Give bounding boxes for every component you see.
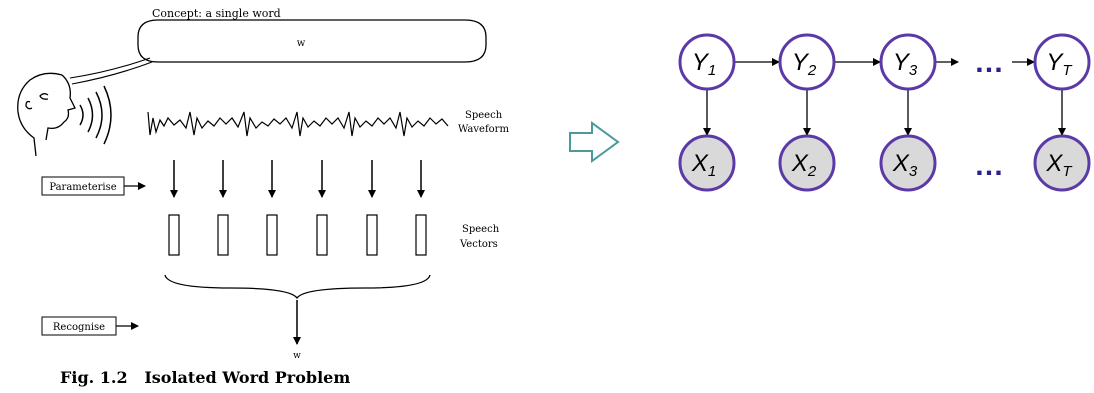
observed-node-label: X2 [791,150,817,180]
curly-brace [164,274,431,300]
observed-node [879,134,937,192]
sound-waves-icon [79,85,112,145]
speech-vector [168,214,180,256]
hidden-node [1033,33,1091,91]
speech-waveform-label-1: Speech [465,110,503,121]
frame-arrows [170,160,425,198]
concept-label: Concept: a single word [152,7,281,20]
hidden-node-label: YT [1046,49,1073,79]
output-word: w [293,351,301,361]
hidden-node [778,33,836,91]
thought-bubble [137,19,487,63]
speaker-head-icon [17,72,76,157]
observed-node [678,134,736,192]
speech-vector [415,214,427,256]
hidden-ellipsis: … [974,46,1004,79]
hollow-right-arrow-icon [569,121,620,163]
observed-ellipsis: … [974,149,1004,182]
isolated-word-figure: Concept: a single word w Speech Waveform… [17,7,509,387]
recognise-label: Recognise [53,322,105,333]
speech-vector [316,214,328,256]
hmm-graph: … … Y1 Y2 Y3 YT X1 X2 X3 XT [678,33,1091,192]
hidden-node [678,33,736,91]
hidden-node-label: Y2 [792,49,817,79]
hidden-node-label: Y3 [893,49,918,79]
speech-vectors [168,214,427,256]
observed-node [1033,134,1091,192]
figure-caption: Fig. 1.2 Isolated Word Problem [60,368,350,387]
observed-node-label: X3 [892,150,918,180]
speech-vector [366,214,378,256]
speech-vector [266,214,278,256]
parameterise-label: Parameterise [49,182,116,193]
bubble-tail [69,57,153,85]
hidden-node [879,33,937,91]
hidden-node-label: Y1 [692,49,716,79]
speech-waveform [147,111,449,137]
observed-node [778,134,836,192]
observed-node-label: XT [1045,150,1073,180]
speech-vectors-label-2: Vectors [459,239,498,250]
speech-vectors-label-1: Speech [462,224,500,235]
speech-vector [217,214,229,256]
bubble-word: w [297,38,306,49]
observed-node-label: X1 [691,150,716,180]
speech-waveform-label-2: Waveform [458,124,509,135]
